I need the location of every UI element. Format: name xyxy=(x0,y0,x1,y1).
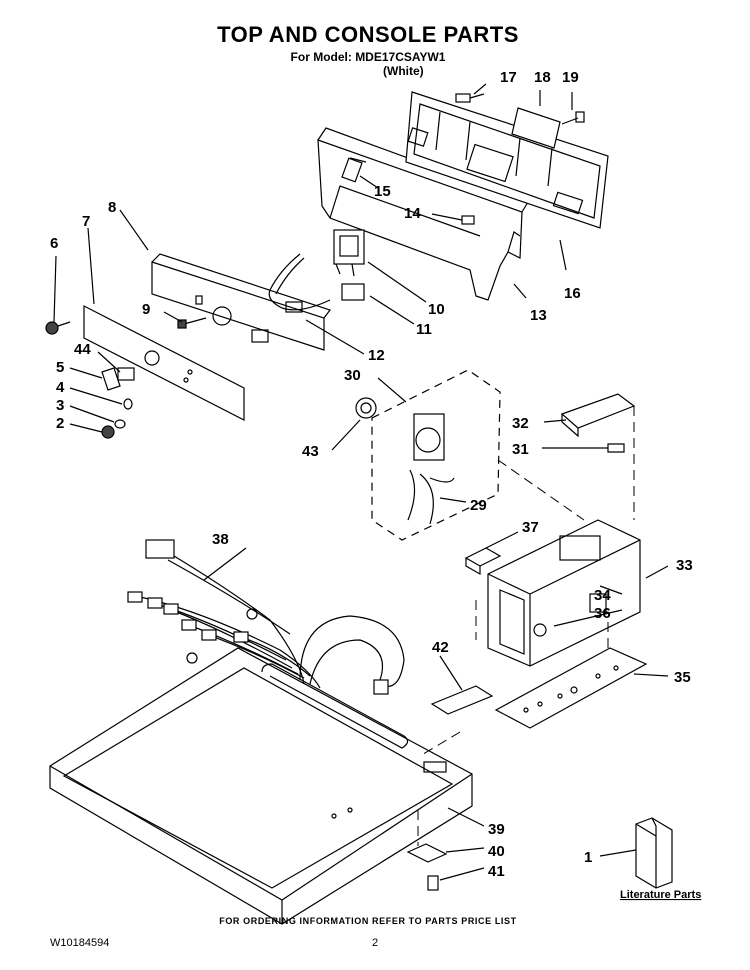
callout-37: 37 xyxy=(522,519,539,536)
callout-43: 43 xyxy=(302,443,319,460)
wire-harness-38-part xyxy=(127,539,405,695)
callout-8: 8 xyxy=(108,199,116,216)
callout-29: 29 xyxy=(470,497,487,514)
timer-assembly-group xyxy=(355,369,501,541)
screw-17-part xyxy=(455,93,485,103)
callout-5: 5 xyxy=(56,359,64,376)
switch-part xyxy=(333,229,365,277)
callout-labels: 17 18 19 15 14 16 13 10 11 12 9 8 7 6 44… xyxy=(50,69,701,901)
callout-32: 32 xyxy=(512,415,529,432)
doc-number: W10184594 xyxy=(50,937,110,949)
callout-36: 36 xyxy=(594,605,611,622)
literature-book-part xyxy=(635,817,673,889)
callout-9: 9 xyxy=(142,301,150,318)
mounting-box-part xyxy=(487,519,641,667)
leader-lines xyxy=(53,83,669,881)
ordering-note: FOR ORDERING INFORMATION REFER TO PARTS … xyxy=(219,916,517,926)
callout-30: 30 xyxy=(344,367,361,384)
callout-33: 33 xyxy=(676,557,693,574)
callout-10: 10 xyxy=(428,301,445,318)
control-panel-part xyxy=(151,253,331,351)
switch-11-part xyxy=(341,283,365,301)
page-title: TOP AND CONSOLE PARTS xyxy=(217,22,519,47)
callout-13: 13 xyxy=(530,307,547,324)
literature-parts-label: Literature Parts xyxy=(620,889,701,901)
callout-42: 42 xyxy=(432,639,449,656)
callout-15: 15 xyxy=(374,183,391,200)
callout-41: 41 xyxy=(488,863,505,880)
callout-19: 19 xyxy=(562,69,579,86)
callout-6: 6 xyxy=(50,235,58,252)
callout-40: 40 xyxy=(488,843,505,860)
callout-39: 39 xyxy=(488,821,505,838)
knob-parts xyxy=(45,321,135,439)
callout-2: 2 xyxy=(56,415,64,432)
dashed-guides xyxy=(417,406,635,846)
page-number: 2 xyxy=(372,937,379,949)
callout-14: 14 xyxy=(404,205,421,222)
callout-17: 17 xyxy=(500,69,517,86)
plate-35-part xyxy=(494,647,648,729)
clip-37-part xyxy=(464,547,502,576)
callout-35: 35 xyxy=(674,669,691,686)
label-42-part xyxy=(430,685,494,715)
bracket-40-part xyxy=(406,843,448,863)
callout-7: 7 xyxy=(82,213,90,230)
callout-12: 12 xyxy=(368,347,385,364)
wire-harness-12-part xyxy=(268,253,331,313)
model-line: For Model: MDE17CSAYW1 xyxy=(290,50,446,64)
callout-18: 18 xyxy=(534,69,551,86)
callout-4: 4 xyxy=(56,379,65,396)
callout-11: 11 xyxy=(416,321,432,338)
dryer-top-part xyxy=(49,647,473,925)
callout-38: 38 xyxy=(212,531,229,548)
callout-1: 1 xyxy=(584,849,592,866)
callout-3: 3 xyxy=(56,397,64,414)
console-front-part xyxy=(83,305,245,421)
callout-34: 34 xyxy=(594,587,611,604)
callout-44: 44 xyxy=(74,341,91,358)
screw-41-part xyxy=(427,875,439,891)
bracket-32-part xyxy=(560,393,636,453)
callout-16: 16 xyxy=(564,285,581,302)
color-line: (White) xyxy=(383,64,424,78)
callout-31: 31 xyxy=(512,441,529,458)
cover-plate-part xyxy=(511,107,585,149)
